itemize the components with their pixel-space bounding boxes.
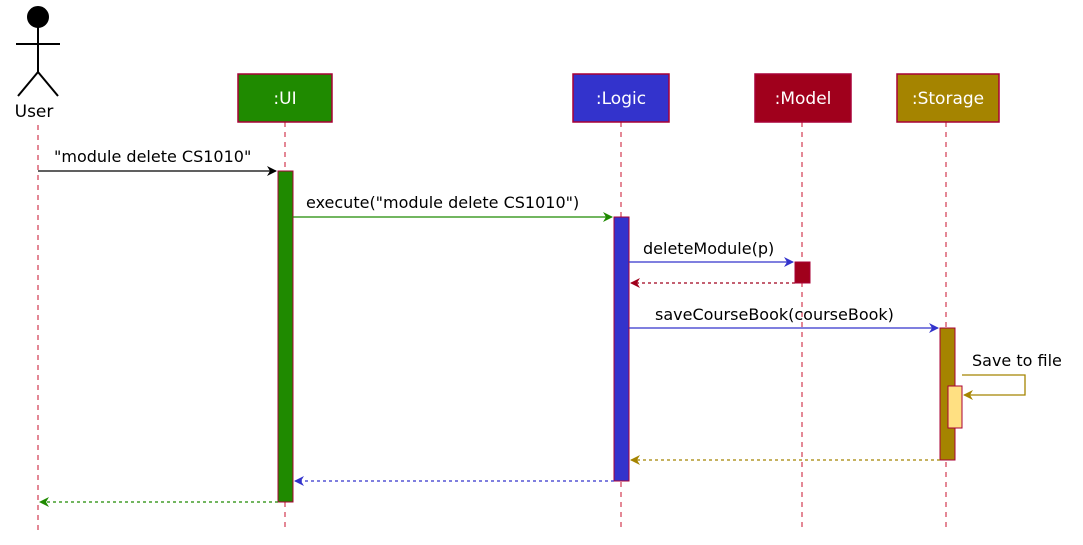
participant-logic-label: :Logic (596, 89, 646, 109)
message-user-to-ui: "module delete CS1010" (38, 147, 277, 176)
participant-model-label: :Model (775, 89, 832, 109)
message-storage-self: Save to file (962, 351, 1062, 400)
participant-ui: :UI (237, 73, 333, 123)
participant-ui-box (237, 73, 333, 123)
activation-model (794, 261, 811, 284)
message-label: "module delete CS1010" (54, 147, 251, 166)
activation-logic (613, 216, 630, 482)
participant-model: :Model (754, 73, 852, 123)
message-logic-to-storage: saveCourseBook(courseBook) (629, 305, 939, 333)
actor-user: User (15, 6, 60, 122)
message-label: Save to file (972, 351, 1062, 370)
activation-ui (277, 170, 294, 503)
message-logic-to-model: deleteModule(p) (629, 239, 794, 267)
participant-logic-box (572, 73, 670, 123)
message-label: deleteModule(p) (643, 239, 774, 258)
participant-storage-label: :Storage (912, 89, 984, 109)
activation-storage-nested (947, 385, 963, 429)
participant-storage: :Storage (896, 73, 1000, 123)
actor-label: User (15, 102, 54, 122)
participant-ui-label: :UI (273, 89, 296, 109)
message-label: execute("module delete CS1010") (306, 193, 579, 212)
participant-model-box (754, 73, 852, 123)
stick-figure-icon (16, 6, 60, 97)
message-ui-to-logic: execute("module delete CS1010") (293, 193, 613, 222)
message-arrow (962, 374, 1026, 400)
participant-logic: :Logic (572, 73, 670, 123)
participant-storage-box (896, 73, 1000, 123)
message-label: saveCourseBook(courseBook) (655, 305, 894, 324)
